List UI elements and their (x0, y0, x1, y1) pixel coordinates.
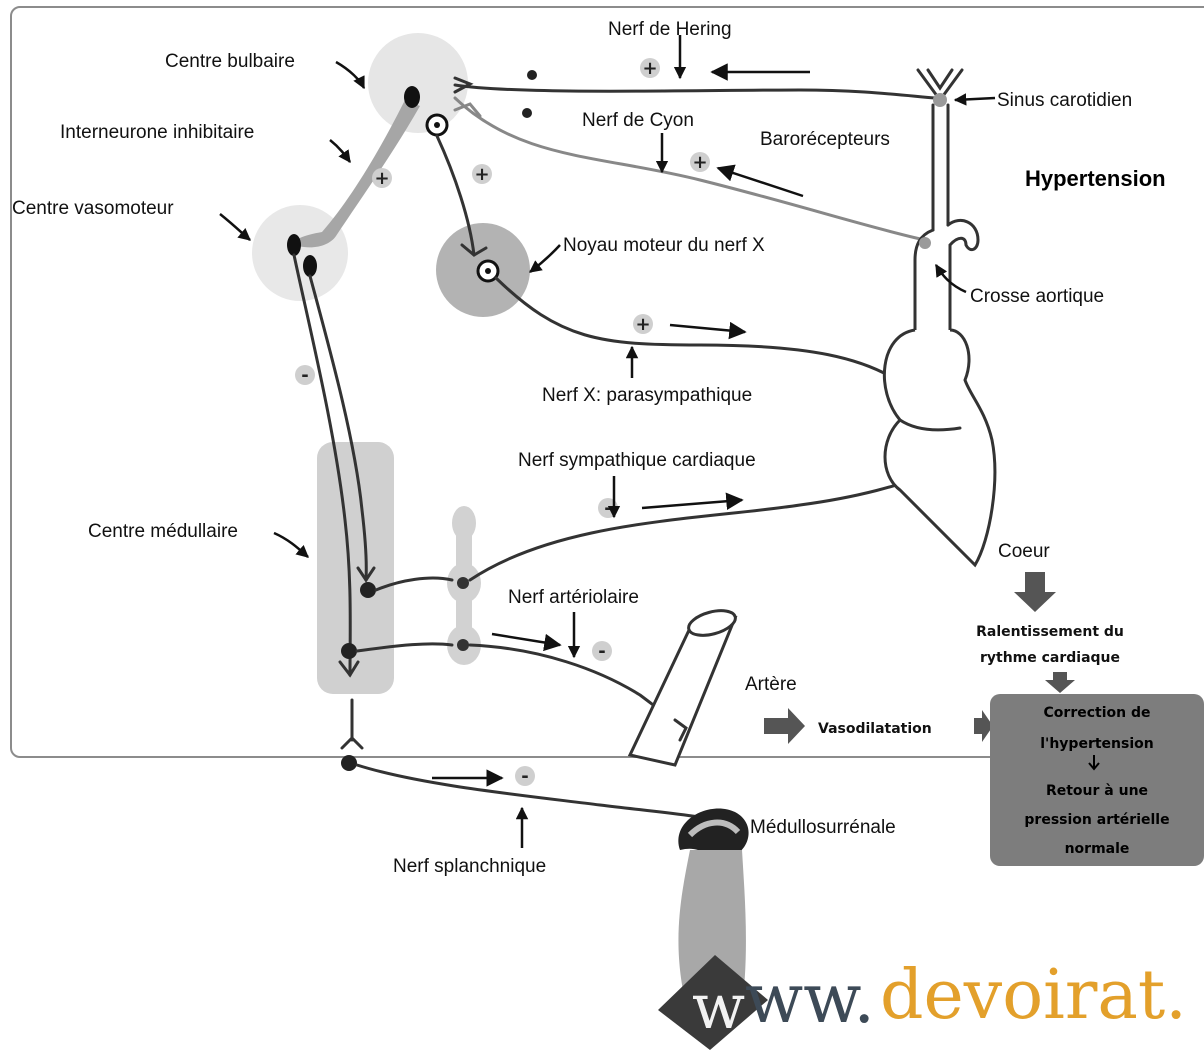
svg-text:+: + (692, 152, 707, 173)
svg-text:+: + (635, 314, 650, 335)
outcome-box-line-3: Retour à une (1046, 783, 1148, 799)
nerf-sympathique-fiber (470, 473, 932, 580)
sign-minus-descending: - (295, 365, 315, 386)
arrow-cyon-flow (718, 168, 803, 196)
pointer-noyau (530, 245, 560, 272)
pointer-centre-vasomoteur (220, 214, 250, 240)
label-nerf-sympathique: Nerf sympathique cardiaque (518, 450, 756, 471)
splanchnic-neuron (341, 755, 357, 771)
sign-plus-interneurone: + (372, 168, 392, 189)
svg-text:-: - (604, 498, 611, 519)
label-artere: Artère (745, 674, 797, 695)
arrow-nerf-x-flow (670, 325, 745, 332)
carotid-artery (933, 105, 948, 230)
pointer-centre-medullaire (274, 533, 308, 557)
label-nerf-cyon: Nerf de Cyon (582, 110, 694, 131)
arrow-arteriolaire-flow (492, 634, 560, 645)
svg-text:ww.: ww. (745, 960, 875, 1039)
crosse-aortique-dot (919, 237, 931, 249)
svg-text:-: - (598, 641, 605, 662)
medullary-neuron-1 (360, 582, 376, 598)
heart-shape (884, 330, 994, 565)
cyon-ganglion (522, 108, 532, 118)
svg-text:+: + (474, 164, 489, 185)
label-vasodilatation: Vasodilatation (818, 721, 932, 737)
svg-text:devoirat.: devoirat. (880, 956, 1187, 1035)
arrow-sympathique-flow (642, 500, 742, 508)
svg-text:+: + (374, 168, 389, 189)
vasomotor-neuron-2 (303, 255, 317, 277)
outcome-box-line-4: pression artérielle (1024, 812, 1169, 828)
sinus-carotidien-dot (933, 93, 947, 107)
medullary-neuron-2 (341, 643, 357, 659)
sign-plus-bulbar: + (472, 164, 492, 185)
sign-plus-nerf-x: + (633, 314, 653, 335)
sign-plus-cyon: + (690, 152, 710, 173)
arrow-coeur-down (1014, 572, 1056, 612)
bulbar-neuron-1 (404, 86, 420, 108)
pointer-sinus (955, 98, 995, 100)
label-crosse-aortique: Crosse aortique (970, 286, 1104, 307)
artere-shape (630, 618, 735, 765)
centre-bulbaire-nucleus (368, 33, 468, 133)
svg-text:+: + (642, 58, 657, 79)
arrow-ralentissement-down (1045, 672, 1075, 693)
pointer-interneurone (330, 140, 350, 162)
label-centre-medullaire: Centre médullaire (88, 521, 238, 542)
sign-plus-hering: + (640, 58, 660, 79)
sign-minus-splanchnique: - (515, 766, 535, 787)
aortic-arch (915, 220, 978, 330)
outcome-box-line-1: Correction de (1044, 705, 1151, 721)
outcome-box-line-2: l'hypertension (1040, 736, 1153, 752)
label-noyau-moteur: Noyau moteur du nerf X (563, 235, 765, 256)
hering-ganglion (527, 70, 537, 80)
label-barorecepteurs: Barorécepteurs (760, 129, 890, 150)
label-nerf-splanchnique: Nerf splanchnique (393, 856, 546, 877)
svg-text:-: - (301, 365, 308, 386)
label-medullosurrenale: Médullosurrénale (750, 817, 896, 838)
arrow-to-vasodilatation (764, 708, 805, 744)
label-hypertension: Hypertension (1025, 166, 1166, 191)
pointer-centre-bulbaire (336, 62, 364, 88)
nerf-hering-fiber (455, 85, 935, 98)
label-coeur: Coeur (998, 541, 1050, 562)
label-nerf-x: Nerf X: parasympathique (542, 385, 752, 406)
svg-text:w: w (692, 970, 745, 1043)
outcome-ralentissement-1: Ralentissement du (976, 624, 1124, 640)
label-nerf-hering: Nerf de Hering (608, 19, 732, 40)
centre-medullaire-column (317, 442, 394, 694)
outcome-box-line-5: normale (1065, 841, 1130, 857)
watermark-logo: w ww. devoirat. (658, 955, 1187, 1050)
vasomotor-neuron-1 (287, 234, 301, 256)
nerf-x-fiber (496, 278, 913, 392)
label-centre-bulbaire: Centre bulbaire (165, 51, 295, 72)
label-interneurone: Interneurone inhibitaire (60, 122, 254, 143)
svg-text:-: - (521, 766, 528, 787)
label-nerf-arteriolaire: Nerf artériolaire (508, 587, 639, 608)
outcome-ralentissement-2: rythme cardiaque (980, 650, 1120, 666)
label-centre-vasomoteur: Centre vasomoteur (12, 198, 174, 219)
label-sinus-carotidien: Sinus carotidien (997, 90, 1132, 111)
nerf-splanchnique-fiber (357, 765, 720, 820)
sign-minus-arteriolaire: - (592, 641, 612, 662)
